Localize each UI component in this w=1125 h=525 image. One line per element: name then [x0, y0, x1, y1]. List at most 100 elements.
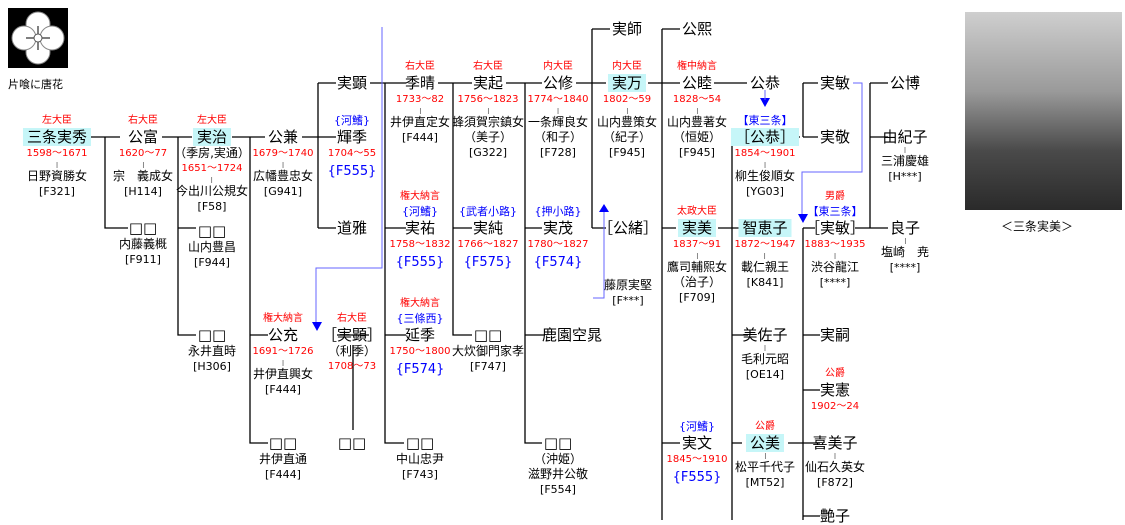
spouse-name: 塩崎 尭	[880, 245, 929, 259]
person-name: ［実顕］	[321, 326, 383, 344]
spouse-name: 山内豊策女	[596, 115, 657, 129]
reference-code: [G322]	[468, 146, 508, 159]
branch-house: {河鰭}	[401, 205, 438, 218]
reference-code: [G941]	[263, 185, 303, 198]
person-name: 公睦	[681, 74, 713, 92]
office-title: 内大臣	[611, 61, 642, 72]
link-reference[interactable]: {F555}	[395, 255, 445, 270]
person-kinhiro: 公熙	[678, 20, 716, 38]
person-details: 仙石久英女[F872]	[805, 452, 865, 490]
spouse-name: 毛利元昭	[740, 352, 789, 366]
life-years: 1651～1724	[181, 163, 243, 174]
person-sanesuke: 実祐権大納言{河鰭}1758～1832{F555}	[390, 191, 451, 270]
reference-code: [F58]	[197, 200, 227, 213]
spouse-name: 日野資勝女	[26, 169, 87, 183]
person-titles: 右大臣	[337, 311, 367, 326]
link-reference[interactable]: {F574}	[395, 362, 445, 377]
office-title: 右大臣	[404, 61, 435, 72]
person-name: 実敏	[819, 74, 851, 92]
link-reference[interactable]: {F575}	[463, 255, 513, 270]
life-years: 1598～1671	[26, 148, 88, 159]
life-years: 1708～73	[327, 361, 377, 372]
person-details: 三浦慶雄[H***]	[881, 146, 929, 184]
alias-name: （季房,実通）	[174, 146, 250, 160]
spouse-name: 大炊御門家孝	[451, 344, 524, 358]
person-titles: 右大臣	[473, 59, 503, 74]
person-titles: 権大納言{河鰭}	[400, 189, 440, 219]
reference-code: [F444]	[265, 383, 301, 396]
person-details: 1750～1800{F574}	[390, 344, 451, 380]
life-years: 1679～1740	[252, 148, 314, 159]
person-titles: 内大臣	[612, 59, 642, 74]
person-name: 実美	[677, 219, 717, 237]
person-name: 実治	[192, 128, 232, 146]
person-name: 実純	[472, 219, 504, 237]
marriage-tick	[56, 162, 58, 168]
spouse-name: 藤原実堅	[603, 278, 653, 292]
office-title: 内大臣	[542, 61, 573, 72]
marriage-tick	[904, 238, 906, 244]
marriage-tick	[834, 453, 836, 459]
person-name: 鹿園空晁	[541, 326, 603, 344]
office-title: 権大納言	[399, 298, 440, 309]
link-reference[interactable]: {F555}	[327, 164, 377, 179]
reference-code: [MT52]	[745, 476, 785, 489]
person-kinhiro2: 公博	[886, 74, 924, 92]
reference-code: [F872]	[817, 476, 853, 489]
person-name: 季晴	[404, 74, 436, 92]
person-details: 塩崎 尭 [****]	[881, 237, 929, 275]
office-title: 右大臣	[472, 61, 503, 72]
reference-code: [F709]	[679, 291, 715, 304]
branch-house: {河鰭}	[678, 420, 715, 433]
marriage-tick	[557, 108, 559, 114]
reference-code: [****]	[889, 261, 921, 274]
person-name: 道雅	[336, 219, 368, 237]
spouse-name: 内藤義概	[118, 237, 167, 251]
link-reference[interactable]: {F555}	[672, 470, 722, 485]
person-name: 美佐子	[742, 326, 788, 344]
marriage-tick	[764, 162, 766, 168]
person-name: 公富	[127, 128, 159, 146]
reference-code: [F554]	[540, 483, 576, 496]
office-title: 左大臣	[196, 115, 227, 126]
person-name: 実茂	[542, 219, 574, 237]
person-name: 智恵子	[738, 219, 792, 237]
person-sanezumi: 実純{武者小路}1766～1827{F575}	[458, 205, 519, 270]
branch-house: {三條西}	[396, 312, 444, 325]
person-name: 三条実秀	[22, 128, 92, 146]
person-name: 由紀子	[882, 128, 928, 146]
person-yoshiko: 良子塩崎 尭[****]	[881, 219, 929, 274]
person-name: 公兼	[267, 128, 299, 146]
person-d6: □□	[334, 434, 370, 452]
person-name: 実嗣	[819, 326, 851, 344]
katabami-karahana-crest-icon	[8, 8, 68, 68]
person-saneaki2: ［実顕］右大臣（利季）1708～73	[318, 313, 386, 372]
marriage-tick	[696, 108, 698, 114]
spouse-name: 渋谷龍江	[810, 260, 859, 274]
branch-house: {押小路}	[534, 205, 582, 218]
reference-code: [F444]	[265, 468, 301, 481]
life-years: 1704～55	[327, 148, 377, 159]
life-years: 1872～1947	[734, 239, 796, 250]
office-title: 左大臣	[41, 115, 72, 126]
alias-name: （恒姫）	[672, 130, 721, 144]
person-titles: 公爵	[755, 419, 775, 434]
alias-name: （和子）	[533, 130, 582, 144]
person-details: 毛利元昭[OE14]	[741, 344, 789, 382]
person-sanetsugu: 実嗣	[816, 326, 854, 344]
reference-code: [****]	[819, 276, 851, 289]
person-name: 実万	[607, 74, 647, 92]
person-name: □□	[268, 434, 298, 452]
person-name: 公充	[267, 326, 299, 344]
marriage-tick	[764, 253, 766, 259]
spouse-name: 一条輝良女	[527, 115, 588, 129]
spouse-name: 山内豊著女	[666, 115, 727, 129]
person-titles: {押小路}	[534, 204, 581, 219]
link-reference[interactable]: {F574}	[533, 255, 583, 270]
